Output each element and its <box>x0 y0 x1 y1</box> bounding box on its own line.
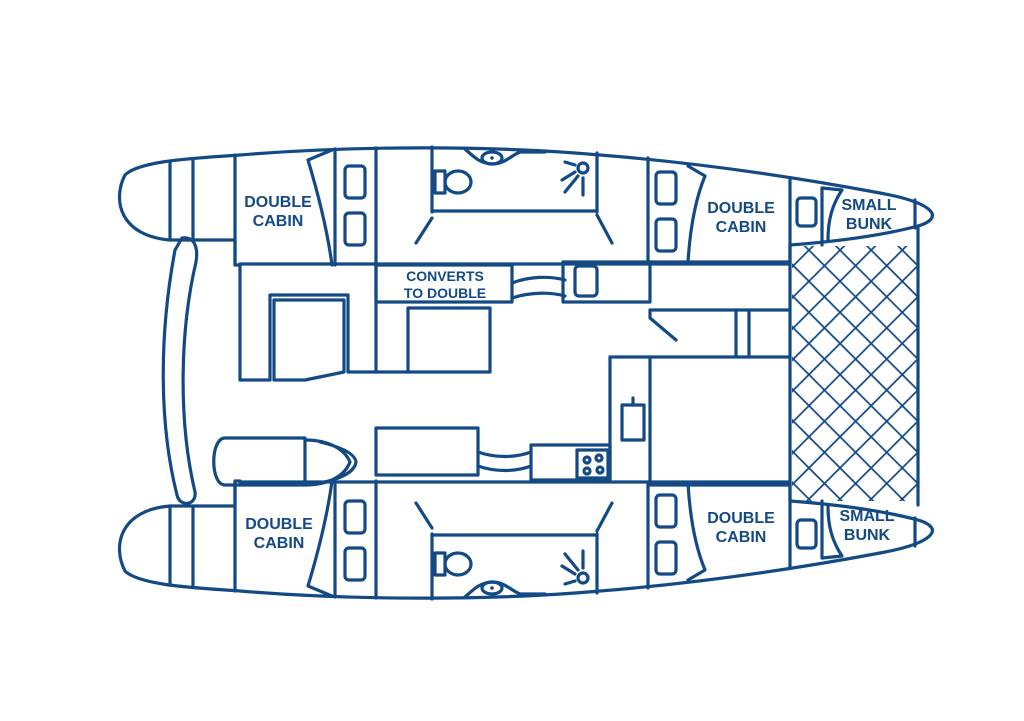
salon <box>212 260 792 487</box>
trampoline-net <box>792 246 917 501</box>
helm-rail <box>161 236 199 505</box>
